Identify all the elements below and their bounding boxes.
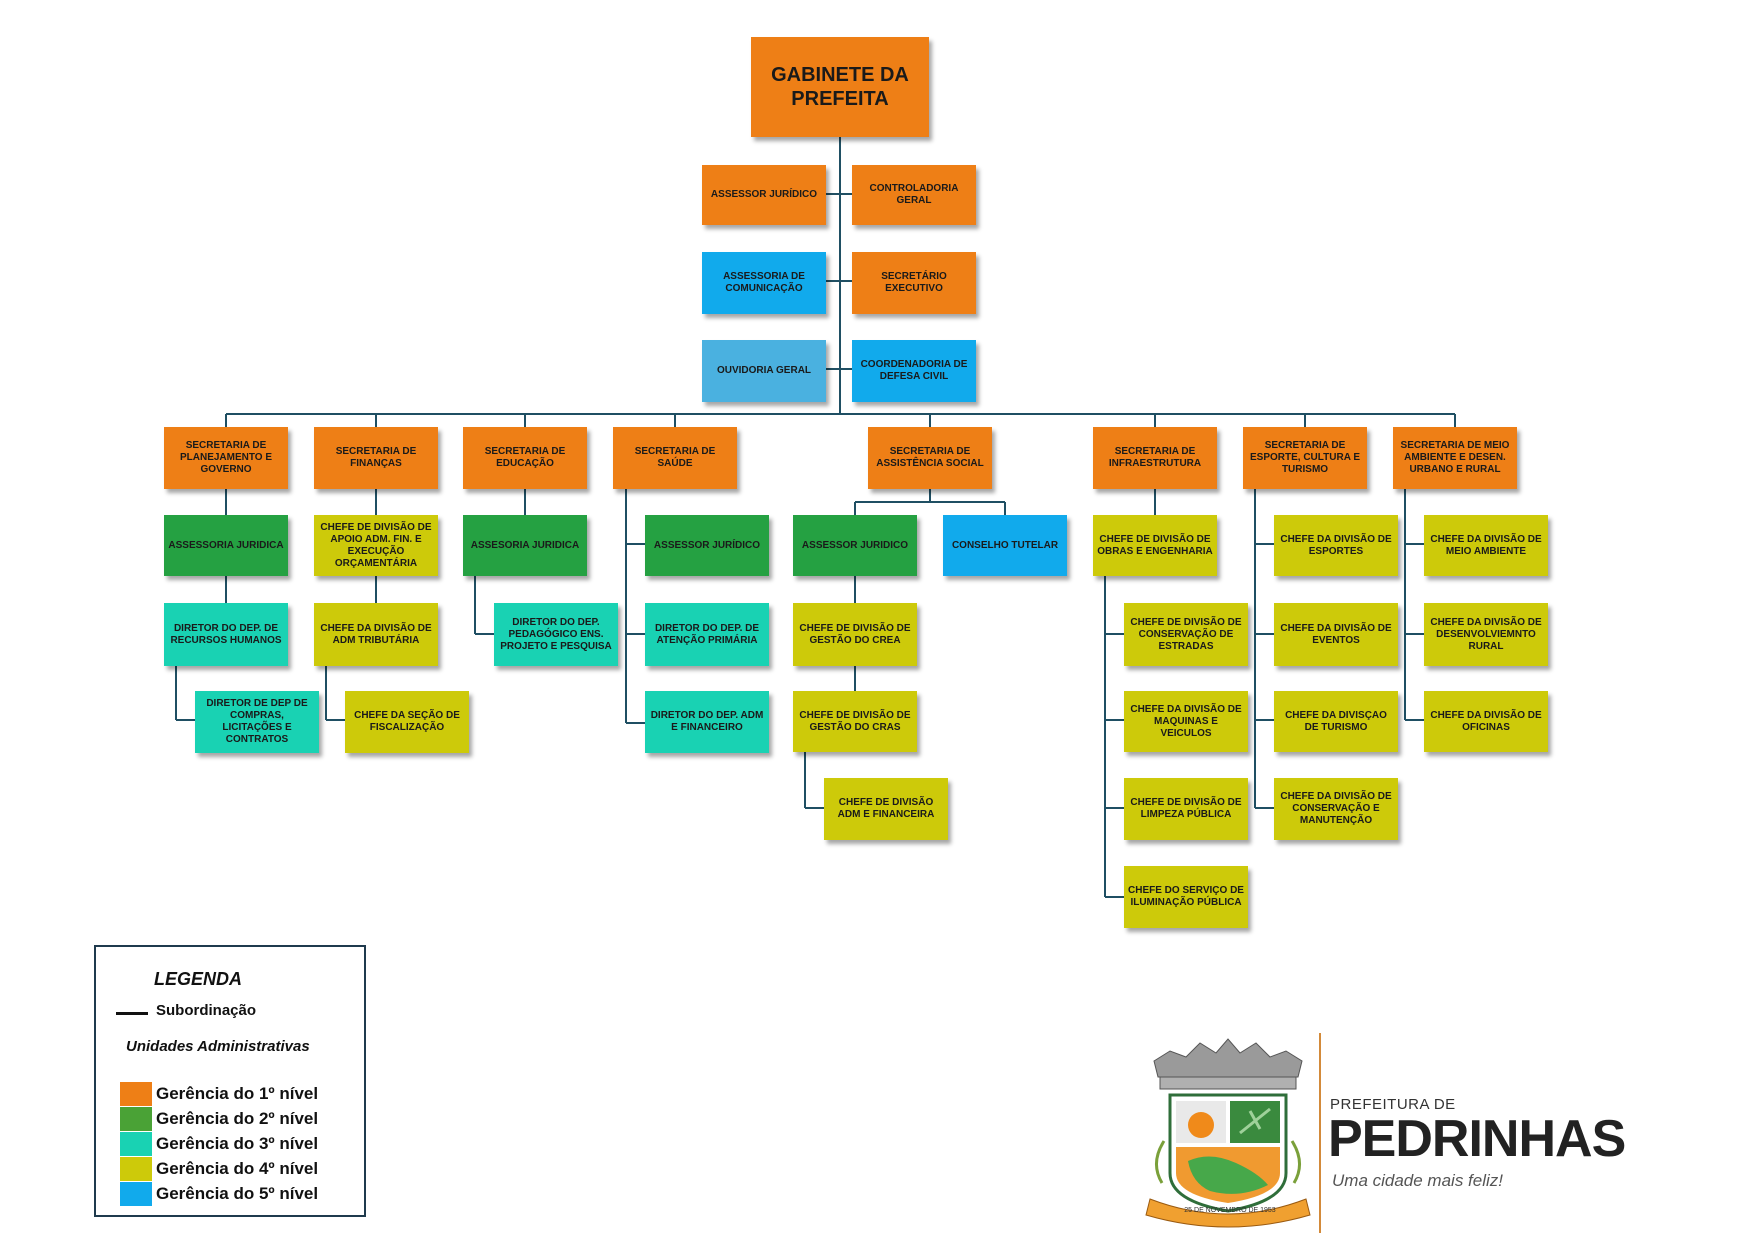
planejamento-rh-box[interactable]: DIRETOR DO DEP. DE RECURSOS HUMANOS	[164, 603, 288, 666]
legend-title: LEGENDA	[154, 969, 243, 989]
legend-label-2: Gerência do 2º nível	[156, 1109, 319, 1128]
city-crest-icon	[1145, 1038, 1311, 1228]
legend-label-3: Gerência do 3º nível	[156, 1134, 319, 1153]
infra-iluminacao-box[interactable]: CHEFE DO SERVIÇO DE ILUMINAÇÃO PÚBLICA	[1124, 866, 1248, 928]
logo-cidade: PEDRINHAS	[1328, 1110, 1626, 1168]
infra-estradas-box[interactable]: CHEFE DE DIVISÃO DE CONSERVAÇÃO DE ESTRA…	[1124, 603, 1248, 666]
legend-row-3: Gerência do 3º nível	[120, 1132, 318, 1156]
saude-atencao-box[interactable]: DIRETOR DO DEP. DE ATENÇÃO PRIMÁRIA	[645, 603, 769, 666]
logo-prefeitura: PREFEITURA DE	[1330, 1096, 1456, 1113]
educacao-assessoria-box[interactable]: ASSESORIA JURIDICA	[463, 515, 587, 576]
saude-adm-box[interactable]: DIRETOR DO DEP. ADM E FINANCEIRO	[645, 691, 769, 753]
assistencia-cras-box[interactable]: CHEFE DE DIVISÃO DE GESTÃO DO CRAS	[793, 691, 917, 752]
assistencia-conselho-box[interactable]: CONSELHO TUTELAR	[943, 515, 1067, 576]
logo-divider	[1319, 1033, 1321, 1233]
legend-subordinacao: Subordinação	[156, 1002, 257, 1019]
crest-date: 25 DE NOVEMBRO DE 1953	[1184, 1207, 1276, 1214]
financas-fiscalizacao-box[interactable]: CHEFE DA SEÇÃO DE FISCALIZAÇÃO	[345, 691, 469, 753]
legend-row-1: Gerência do 1º nível	[120, 1082, 318, 1106]
assessoria-comunicacao-box[interactable]: ASSESSORIA DE COMUNICAÇÃO	[702, 252, 826, 314]
controladoria-box[interactable]: CONTROLADORIA GERAL	[852, 165, 976, 225]
logo-slogan: Uma cidade mais feliz!	[1332, 1171, 1504, 1190]
sec-saude-box[interactable]: SECRETARIA DE SAÚDE	[613, 427, 737, 489]
legend-swatch-4	[120, 1157, 152, 1181]
legend-swatch-5	[120, 1182, 152, 1206]
legend-row-5: Gerência do 5º nível	[120, 1182, 318, 1206]
infra-maquinas-box[interactable]: CHEFE DA DIVISÃO DE MAQUINAS E VEICULOS	[1124, 691, 1248, 752]
secretario-executivo-box[interactable]: SECRETÁRIO EXECUTIVO	[852, 252, 976, 314]
legend-label-4: Gerência do 4º nível	[156, 1159, 319, 1178]
sec-educacao-box[interactable]: SECRETARIA DE EDUCAÇÃO	[463, 427, 587, 489]
prefeitura-logo: 25 DE NOVEMBRO DE 1953 PREFEITURA DE PED…	[1140, 1033, 1626, 1233]
assistencia-crea-box[interactable]: CHEFE DE DIVISÃO DE GESTÃO DO CREA	[793, 603, 917, 666]
legend-unidades: Unidades Administrativas	[126, 1038, 310, 1055]
financas-tributaria-box[interactable]: CHEFE DA DIVISÃO DE ADM TRIBUTÁRIA	[314, 603, 438, 666]
financas-apoio-box[interactable]: CHEFE DE DIVISÃO DE APOIO ADM. FIN. E EX…	[314, 515, 438, 576]
sec-planejamento-box[interactable]: SECRETARIA DE PLANEJAMENTO E GOVERNO	[164, 427, 288, 489]
ouvidoria-box[interactable]: OUVIDORIA GERAL	[702, 340, 826, 402]
sec-esporte-box[interactable]: SECRETARIA DE ESPORTE, CULTURA E TURISMO	[1243, 427, 1367, 489]
legend-row-2: Gerência do 2º nível	[120, 1107, 318, 1131]
planejamento-compras-box[interactable]: DIRETOR DE DEP DE COMPRAS, LICITAÇÕES E …	[195, 691, 319, 753]
meio-ambiente-rural-box[interactable]: CHEFE DA DIVISÃO DE DESENVOLVIEMNTO RURA…	[1424, 603, 1548, 666]
planejamento-assessoria-box[interactable]: ASSESSORIA JURIDICA	[164, 515, 288, 576]
gabinete-box[interactable]: GABINETE DA PREFEITA	[751, 37, 929, 137]
saude-assessor-box[interactable]: ASSESSOR JURÍDICO	[645, 515, 769, 576]
sec-assistencia-box[interactable]: SECRETARIA DE ASSISTÊNCIA SOCIAL	[868, 427, 992, 489]
legend: LEGENDA Subordinação Unidades Administra…	[94, 945, 366, 1217]
educacao-pedagogico-box[interactable]: DIRETOR DO DEP. PEDAGÓGICO ENS. PROJETO …	[494, 603, 618, 666]
esporte-eventos-box[interactable]: CHEFE DA DIVISÃO DE EVENTOS	[1274, 603, 1398, 666]
legend-swatch-2	[120, 1107, 152, 1131]
subordination-line-icon	[116, 1012, 148, 1015]
assistencia-assessor-box[interactable]: ASSESSOR JURIDICO	[793, 515, 917, 576]
defesa-civil-box[interactable]: COORDENADORIA DE DEFESA CIVIL	[852, 340, 976, 402]
meio-ambiente-oficinas-box[interactable]: CHEFE DA DIVISÃO DE OFICINAS	[1424, 691, 1548, 752]
infra-limpeza-box[interactable]: CHEFE DE DIVISÃO DE LIMPEZA PÚBLICA	[1124, 778, 1248, 840]
esporte-conservacao-box[interactable]: CHEFE DA DIVISÃO DE CONSERVAÇÃO E MANUTE…	[1274, 778, 1398, 840]
assessor-juridico-box[interactable]: ASSESSOR JURÍDICO	[702, 165, 826, 225]
esporte-turismo-box[interactable]: CHEFE DA DIVISÇAO DE TURISMO	[1274, 691, 1398, 752]
sec-meio-ambiente-box[interactable]: SECRETARIA DE MEIO AMBIENTE E DESEN. URB…	[1393, 427, 1517, 489]
legend-swatch-1	[120, 1082, 152, 1106]
legend-label-1: Gerência do 1º nível	[156, 1084, 319, 1103]
legend-label-5: Gerência do 5º nível	[156, 1184, 319, 1203]
esporte-esportes-box[interactable]: CHEFE DA DIVISÃO DE ESPORTES	[1274, 515, 1398, 576]
assistencia-adm-box[interactable]: CHEFE DE DIVISÃO ADM E FINANCEIRA	[824, 778, 948, 840]
sec-infraestrutura-box[interactable]: SECRETARIA DE INFRAESTRUTURA	[1093, 427, 1217, 489]
legend-row-4: Gerência do 4º nível	[120, 1157, 318, 1181]
infra-obras-box[interactable]: CHEFE DE DIVISÃO DE OBRAS E ENGENHARIA	[1093, 515, 1217, 576]
meio-ambiente-meio-box[interactable]: CHEFE DA DIVISÃO DE MEIO AMBIENTE	[1424, 515, 1548, 576]
legend-swatch-3	[120, 1132, 152, 1156]
sec-financas-box[interactable]: SECRETARIA DE FINANÇAS	[314, 427, 438, 489]
